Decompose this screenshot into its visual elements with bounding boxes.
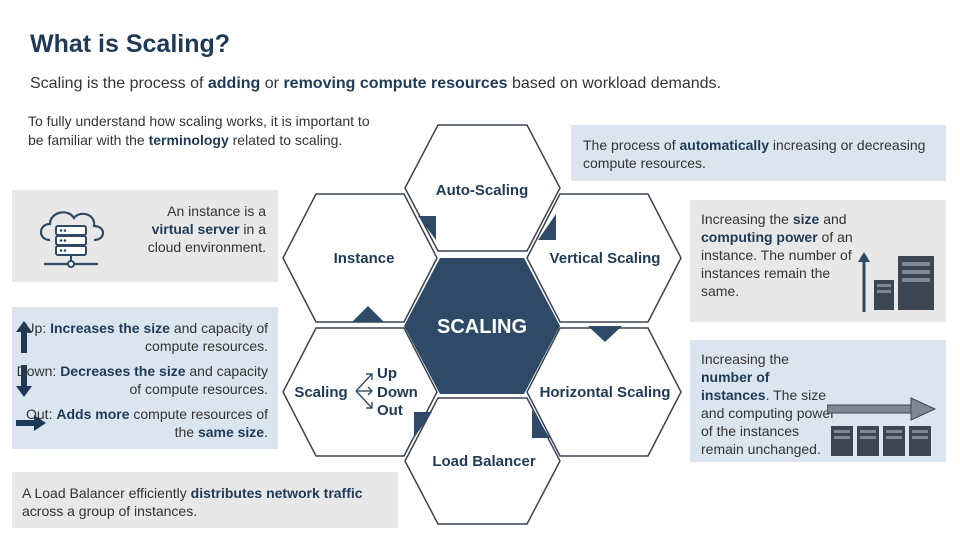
vertical-scaling-definition-text: Increasing the size and computing power …: [701, 210, 871, 300]
text-part: and: [819, 211, 847, 227]
hex-accent: [588, 326, 622, 342]
vertical-scaling-definition-box: Increasing the size and computing power …: [690, 200, 946, 322]
subtitle-text: is the process of: [82, 75, 208, 92]
auto-scaling-definition-box: The process of automatically increasing …: [571, 125, 946, 181]
intro-bold: terminology: [148, 132, 229, 148]
text-bold: number of instances: [701, 369, 770, 403]
hex-vertical-scaling: [526, 193, 682, 323]
text-part: . The size and computing power of the in…: [701, 387, 835, 457]
text-part: Down:: [16, 363, 61, 379]
intro-part: To fully understand how scaling works, i…: [28, 113, 370, 148]
arrow-right-icon: [16, 415, 46, 431]
hex-instance: [282, 193, 438, 323]
text-bold: Adds more: [56, 406, 130, 422]
hex-label-out: Out: [377, 402, 403, 419]
arrow-up-icon: [16, 321, 32, 353]
instance-definition-box: An instance is a virtual server in a clo…: [12, 190, 278, 282]
server-icon: [857, 426, 879, 456]
hex-auto-scaling: [404, 124, 561, 252]
hex-load-balancer: [404, 397, 561, 525]
subtitle-term: Scaling: [30, 75, 83, 92]
scale-out-text: Out: Adds more compute resources of the …: [12, 405, 268, 441]
arrow-down-icon: [16, 365, 32, 397]
servers-row-icon: [827, 397, 937, 456]
load-balancer-definition-box: A Load Balancer efficiently distributes …: [12, 472, 398, 528]
server-grow-icon: [858, 252, 934, 312]
subtitle-text: based on workload demands.: [507, 75, 721, 92]
hex-label-vertical-scaling: Vertical Scaling: [550, 250, 661, 267]
text-bold: computing power: [701, 229, 818, 245]
text-part: compute resources of the: [129, 406, 268, 440]
right-arrow-icon: [827, 397, 937, 421]
text-bold: virtual server: [151, 221, 240, 237]
auto-scaling-definition-text: The process of automatically increasing …: [583, 136, 938, 172]
text-part: Out:: [26, 406, 57, 422]
text-bold: Increases the size: [50, 320, 170, 336]
hex-accent: [352, 306, 384, 322]
subtitle-bold: removing compute resources: [283, 75, 508, 92]
text-part: Increasing the: [701, 211, 793, 227]
instance-definition-text: An instance is a virtual server in a clo…: [136, 202, 266, 256]
text-part: .: [264, 424, 268, 440]
text-bold: automatically: [679, 137, 769, 153]
text-part: Increasing the: [701, 351, 789, 367]
hex-center: [404, 258, 560, 394]
hex-horizontal-scaling: [526, 327, 682, 457]
hex-label-down: Down: [377, 384, 418, 401]
text-part: A Load Balancer efficiently: [22, 485, 191, 501]
subtitle-text: or: [260, 75, 284, 92]
text-part: increasing or decreasing compute resourc…: [583, 137, 926, 171]
text-part: The process of: [583, 137, 680, 153]
hex-accent: [532, 410, 550, 438]
scale-up-text: Up: Increases the size and capacity of c…: [12, 319, 268, 355]
text-part: An instance is a: [167, 203, 266, 219]
page-title: What is Scaling?: [30, 30, 231, 58]
server-icon: [898, 256, 934, 310]
server-icon: [909, 426, 931, 456]
server-icon: [883, 426, 905, 456]
text-part: of an instance. The number of instances …: [701, 229, 853, 299]
text-part: and capacity of compute resources.: [129, 363, 268, 397]
scaling-directions-box: Up: Increases the size and capacity of c…: [12, 307, 278, 449]
server-icon: [874, 280, 894, 310]
hex-label-instance: Instance: [334, 250, 395, 267]
text-bold: distributes network traffic: [190, 485, 363, 501]
branch-arrows-icon: [355, 373, 373, 409]
text-part: and capacity of compute resources.: [145, 320, 268, 354]
hex-label-horizontal-scaling: Horizontal Scaling: [540, 384, 671, 401]
hex-label-load-balancer: Load Balancer: [432, 453, 536, 470]
scale-down-text: Down: Decreases the size and capacity of…: [12, 362, 268, 398]
subtitle: Scaling is the process of adding or remo…: [30, 75, 721, 93]
hex-accent: [414, 412, 432, 438]
hex-accent: [418, 216, 436, 240]
text-part: in a cloud environment.: [147, 221, 266, 255]
text-part: across a group of instances.: [22, 503, 198, 519]
hex-accent: [538, 214, 556, 240]
hex-label-up: Up: [377, 365, 397, 382]
cloud-server-icon: [39, 211, 105, 268]
text-bold: Decreases the size: [60, 363, 186, 379]
horizontal-scaling-definition-text: Increasing the number of instances. The …: [701, 350, 836, 458]
intro-part: related to scaling.: [228, 132, 343, 148]
hex-scaling-directions: [282, 327, 438, 457]
hex-label-auto-scaling: Auto-Scaling: [436, 182, 529, 199]
load-balancer-definition-text: A Load Balancer efficiently distributes …: [22, 484, 387, 520]
text-bold: same size: [197, 424, 265, 440]
intro-text: To fully understand how scaling works, i…: [28, 112, 388, 150]
text-bold: size: [792, 211, 820, 227]
hex-label-scaling: Scaling: [294, 384, 347, 401]
subtitle-bold: adding: [207, 75, 261, 92]
hex-label-center: SCALING: [437, 316, 527, 338]
text-part: Up:: [24, 320, 51, 336]
server-icon: [831, 426, 853, 456]
horizontal-scaling-definition-box: Increasing the number of instances. The …: [690, 340, 946, 462]
